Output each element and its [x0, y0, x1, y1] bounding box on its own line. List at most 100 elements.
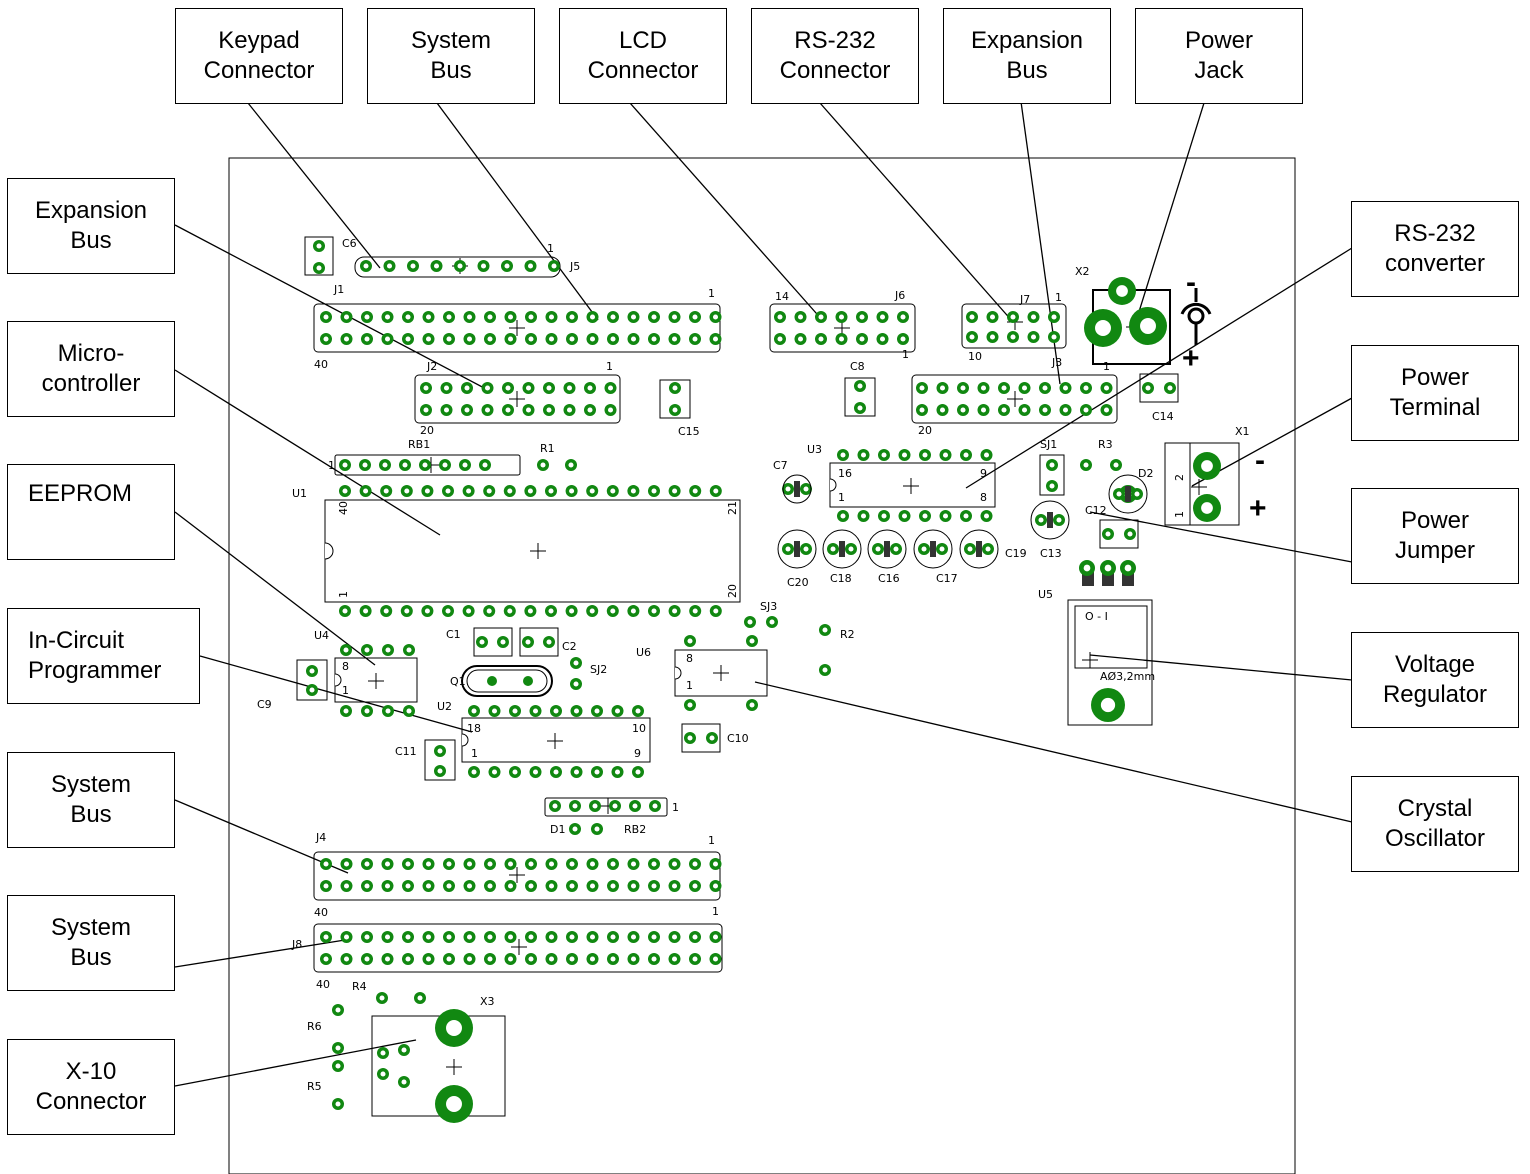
- label-j2: J2: [426, 360, 437, 373]
- j3-pad: [957, 404, 969, 416]
- r2-pad: [819, 624, 831, 636]
- u4-pad: [340, 705, 352, 717]
- capacitor-pad: [872, 543, 884, 555]
- c2-outline: [519, 627, 559, 657]
- callout-rs232-converter: RS-232 converter: [1351, 201, 1519, 297]
- j2-pad: [440, 382, 453, 394]
- u1-pad: [627, 605, 640, 617]
- label-rb2: RB2: [624, 823, 646, 836]
- j4-pad: [545, 858, 558, 870]
- j3-pad: [1039, 404, 1051, 416]
- label-c6: C6: [342, 237, 357, 250]
- u4-pad: [403, 644, 415, 656]
- component-outlines: [296, 236, 1240, 1117]
- label-u4-pin8: 8: [342, 660, 349, 673]
- u2-pad: [591, 766, 603, 778]
- j1-pad: [402, 333, 414, 345]
- label-u1-pin1: 1: [337, 591, 350, 598]
- label-c1: C1: [446, 628, 461, 641]
- leader-power-jack: [1137, 102, 1205, 316]
- jack-plus-sign: +: [1182, 342, 1200, 375]
- j4-pad: [607, 880, 619, 892]
- label-j7-pin10: 10: [968, 350, 982, 363]
- j8-pad: [525, 931, 537, 943]
- sj3-pad: [744, 616, 756, 628]
- j8-pad: [545, 931, 558, 943]
- u1-pad: [462, 485, 475, 497]
- j1-pad: [607, 311, 619, 323]
- u2-pad: [468, 766, 480, 778]
- j4-pad: [525, 880, 537, 892]
- j4-pad: [484, 880, 496, 892]
- electrolytic-capacitor: [867, 529, 907, 569]
- j3-pad: [916, 382, 928, 394]
- j1-outline: [313, 303, 721, 353]
- r6-pad: [332, 1004, 344, 1016]
- c9-pad: [306, 684, 318, 696]
- u1-pad: [380, 485, 393, 497]
- u1-pad: [359, 605, 372, 617]
- sj1-pad: [1046, 480, 1058, 492]
- j2-pad: [584, 404, 596, 416]
- j8-pad: [627, 931, 640, 943]
- j5-outline: [354, 256, 561, 278]
- j5-pad: [501, 260, 513, 272]
- j1-pad: [709, 333, 722, 345]
- c14-outline: [1139, 373, 1179, 403]
- capacitor-pad: [827, 543, 839, 555]
- u6-pad: [746, 635, 758, 647]
- u1-pad: [606, 485, 619, 497]
- label-j3: J3: [1051, 356, 1062, 369]
- label-r1: R1: [540, 442, 555, 455]
- u3-pad: [919, 449, 931, 461]
- u2-pad: [591, 705, 603, 717]
- capacitor-plate: [794, 481, 800, 497]
- j2-pad: [522, 382, 535, 394]
- label-j3-pin20: 20: [918, 424, 932, 437]
- electrolytic-capacitor: [822, 529, 862, 569]
- j3-pad: [957, 382, 969, 394]
- sj1-pad: [1046, 459, 1058, 471]
- callout-keypad-connector: Keypad Connector: [175, 8, 343, 104]
- c11-pad: [434, 745, 446, 757]
- r2-pad: [819, 664, 831, 676]
- label-j4-pin1: 1: [708, 834, 715, 847]
- label-sj3: SJ3: [760, 600, 777, 613]
- j8-pad: [709, 953, 722, 965]
- label-u3-pin8: 8: [980, 491, 987, 504]
- capacitor-pad: [964, 543, 976, 555]
- x2-pad: [1129, 307, 1167, 345]
- leader-icp: [199, 655, 473, 733]
- j4-outline: [313, 851, 721, 901]
- capacitor-plate: [1125, 486, 1131, 502]
- sj2-pad: [570, 657, 582, 669]
- label-d2: D2: [1138, 467, 1153, 480]
- j1-pad: [566, 333, 578, 345]
- j8-pad: [463, 953, 476, 965]
- u3-pad: [960, 449, 972, 461]
- label-u4: U4: [314, 629, 329, 642]
- u3-pad: [837, 510, 849, 522]
- label-r5: R5: [307, 1080, 322, 1093]
- j4-pad: [422, 880, 435, 892]
- u3-pad: [898, 510, 911, 522]
- r1-pad: [537, 459, 549, 471]
- label-x1-pin1: 1: [1173, 511, 1186, 518]
- j4-pad: [463, 880, 476, 892]
- electrolytic-capacitor: [913, 529, 953, 569]
- u3-pad: [939, 510, 952, 522]
- u3-pad: [857, 449, 870, 461]
- r3-pad: [1110, 459, 1122, 471]
- label-u3-pin1: 1: [838, 491, 845, 504]
- label-u2: U2: [437, 700, 452, 713]
- j7-pad: [1048, 311, 1060, 323]
- j5-pad: [477, 260, 490, 272]
- label-c7: C7: [773, 459, 788, 472]
- capacitor-pad: [890, 543, 902, 555]
- rb1-pad: [419, 459, 431, 471]
- j4-pad: [586, 858, 599, 870]
- u1-pad: [606, 605, 619, 617]
- j3-pad: [1018, 404, 1031, 416]
- c6-outline: [304, 236, 334, 276]
- leader-micro: [174, 369, 441, 536]
